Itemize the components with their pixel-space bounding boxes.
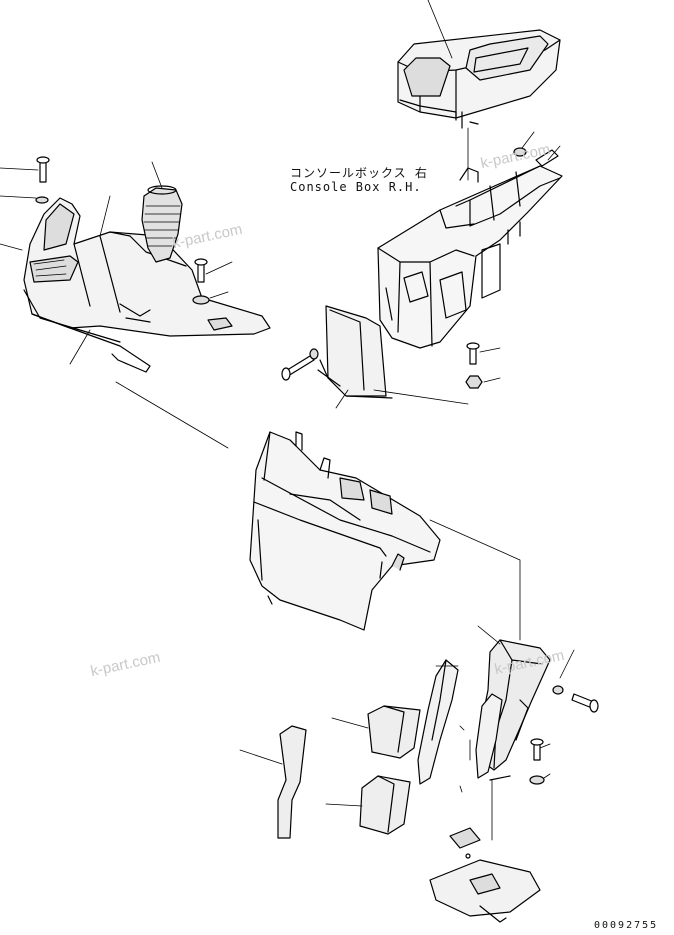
callout-english: Console Box R.H. (290, 180, 422, 194)
console-box-frame (377, 165, 563, 349)
callout-japanese: コンソールボックス 右 (290, 166, 428, 180)
bolt-lower-right (552, 685, 599, 713)
lower-console-bracket (479, 639, 551, 781)
bolt-left-top (36, 156, 50, 183)
side-panel-right (475, 693, 503, 779)
washer-left (35, 196, 49, 204)
left-console-assembly (23, 185, 271, 373)
pad-lower (359, 775, 411, 835)
bolt-top-right (513, 147, 559, 167)
drawing-number: 00092755 (594, 920, 659, 931)
bolt-left-mid (192, 258, 210, 305)
bolt-frame-right (465, 342, 483, 389)
cab-frame (249, 431, 441, 631)
long-strip (277, 725, 307, 839)
side-panel-left (417, 659, 459, 785)
pad-upper (367, 705, 421, 759)
console-box-lid (397, 29, 561, 129)
bolt-center-left (281, 348, 319, 381)
leader-lines (0, 0, 575, 841)
cover-panel (317, 305, 393, 399)
base-plate (429, 827, 541, 923)
bolt-lower-right-2 (529, 738, 545, 785)
